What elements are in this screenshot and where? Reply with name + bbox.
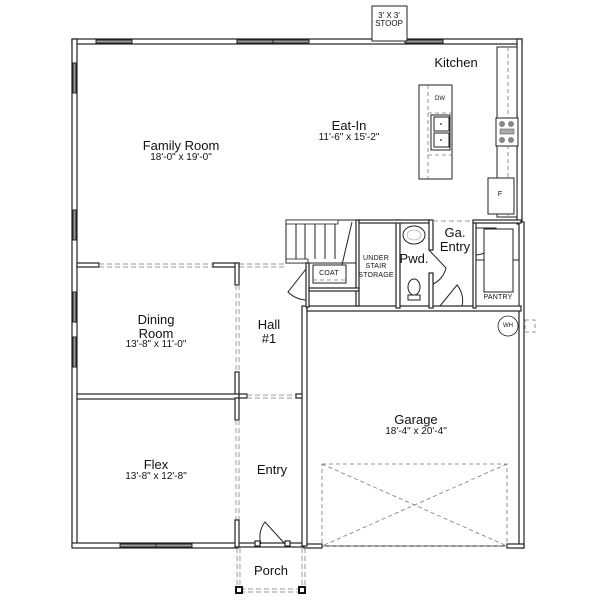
- window-bottom-1: [119, 543, 157, 548]
- fridge-label: F: [497, 191, 503, 198]
- dishwasher-label: DW: [435, 96, 445, 102]
- room-name: Eat-In: [331, 118, 367, 133]
- room-dining: Dining Room 13'-8" x 11'-0": [125, 312, 187, 351]
- window-left-4: [72, 336, 77, 368]
- room-entry: Entry: [256, 462, 288, 477]
- room-hall: Hall #1: [257, 317, 281, 346]
- window-top-1: [95, 39, 133, 44]
- window-left-1: [72, 62, 77, 94]
- toilet: [407, 278, 421, 296]
- room-eat-in: Eat-In 11'-6" x 15'-2": [319, 119, 380, 143]
- stoop: [371, 5, 408, 42]
- powder-sink: [402, 225, 426, 245]
- stoop-label: 3' X 3' STOOP: [375, 11, 403, 29]
- window-top-4: [404, 39, 444, 44]
- window-left-3: [72, 291, 77, 323]
- room-dimensions: 13'-8" x 12'-8": [125, 470, 187, 482]
- window-bottom-2: [155, 543, 193, 548]
- water-heater: [497, 315, 519, 337]
- coat-closet-label: COAT: [319, 270, 339, 277]
- refrigerator: [487, 177, 515, 215]
- room-dimensions: 18'-4" x 20'-4": [385, 425, 447, 437]
- room-kitchen: Kitchen: [434, 56, 477, 70]
- room-dimensions: 18'-0" x 19'-0": [150, 151, 212, 163]
- room-name: Kitchen: [434, 55, 478, 70]
- wall-bottom-entry: [235, 542, 307, 548]
- window-top-2: [236, 39, 274, 44]
- overhead-garage-door: [321, 463, 508, 547]
- room-family: Family Room 18'-0" x 19'-0": [143, 139, 220, 163]
- room-flex: Flex 13'-8" x 12'-8": [125, 457, 187, 482]
- room-garage-entry: Ga. Entry: [439, 225, 471, 254]
- wall-garage-top: [306, 305, 522, 312]
- window-left-2: [72, 209, 77, 241]
- room-powder: Pwd.: [399, 251, 429, 266]
- under-stair-storage-label: UNDER STAIR STORAGE: [358, 255, 394, 279]
- room-garage: Garage 18'-4" x 20'-4": [385, 412, 447, 437]
- wall-entry-garage: [301, 305, 308, 547]
- room-porch: Porch: [254, 563, 288, 578]
- room-dimensions: 13'-8" x 11'-0": [125, 339, 187, 351]
- porch-post-left: [235, 586, 243, 594]
- water-heater-label: WH: [503, 323, 513, 329]
- porch-post-right: [298, 586, 306, 594]
- room-dimensions: 11'-6" x 15'-2": [318, 131, 380, 143]
- room-name: Family Room: [142, 138, 220, 153]
- wall-right-lower: [518, 221, 525, 549]
- wall-dining-flex: [76, 393, 240, 400]
- coat-closet: [312, 264, 347, 284]
- room-pantry: PANTRY: [483, 294, 513, 301]
- window-top-3: [272, 39, 310, 44]
